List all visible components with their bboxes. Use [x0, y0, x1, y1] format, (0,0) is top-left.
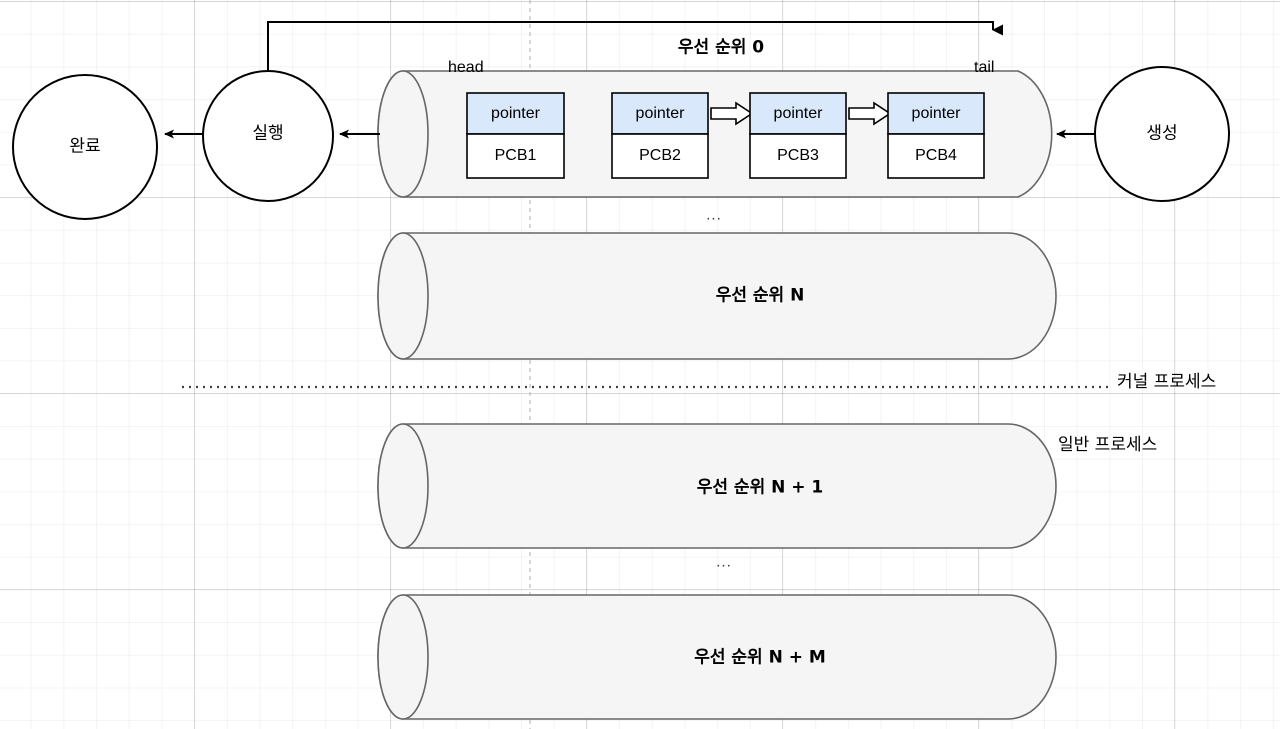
queue-title-p0: 우선 순위 0	[677, 37, 765, 58]
pcb-pointer-label-2: pointer	[635, 104, 685, 122]
arrow-running-to-tail	[267, 21, 1003, 71]
pcb-pointer-label-1: pointer	[491, 104, 540, 122]
queue-cylinder-pN	[377, 232, 1057, 360]
queue-head-label: head	[448, 59, 484, 76]
queue-label-pNM: 우선 순위 N + M	[694, 647, 826, 668]
queue-label-pN1: 우선 순위 N + 1	[696, 477, 824, 498]
queue-label-pN: 우선 순위 N	[715, 285, 805, 306]
pcb-pointer-label-3: pointer	[773, 104, 823, 122]
pcb-name-label-3: PCB3	[777, 147, 819, 164]
pcb-name-label-1: PCB1	[494, 147, 537, 164]
pcb-pointer-label-4: pointer	[911, 104, 961, 122]
side-label-normal-process: 일반 프로세스	[1058, 435, 1158, 455]
state-label-new: 생성	[1146, 123, 1178, 144]
state-label-running: 실행	[252, 123, 284, 144]
pcb-name-label-2: PCB2	[639, 147, 681, 164]
side-label-kernel-process: 커널 프로세스	[1117, 372, 1217, 392]
pcb-link-arrow-3-4	[848, 101, 892, 126]
pcb-name-label-4: PCB4	[915, 147, 957, 164]
state-label-done: 완료	[69, 136, 101, 157]
queue-cylinder-pN1	[377, 423, 1057, 549]
pcb-link-arrow-2-3	[710, 101, 754, 126]
state-circle-done	[12, 74, 158, 220]
ellipsis-between-p0-pN: ...	[706, 206, 722, 224]
pcb-node-3	[749, 92, 847, 179]
queue-cylinder-pNM	[377, 594, 1057, 720]
ellipsis-between-pN1-pNM: ...	[716, 553, 732, 571]
pcb-node-4	[887, 92, 985, 179]
queue-tail-label: tail	[974, 59, 995, 76]
pcb-node-2	[611, 92, 709, 179]
pcb-node-1	[466, 92, 565, 179]
